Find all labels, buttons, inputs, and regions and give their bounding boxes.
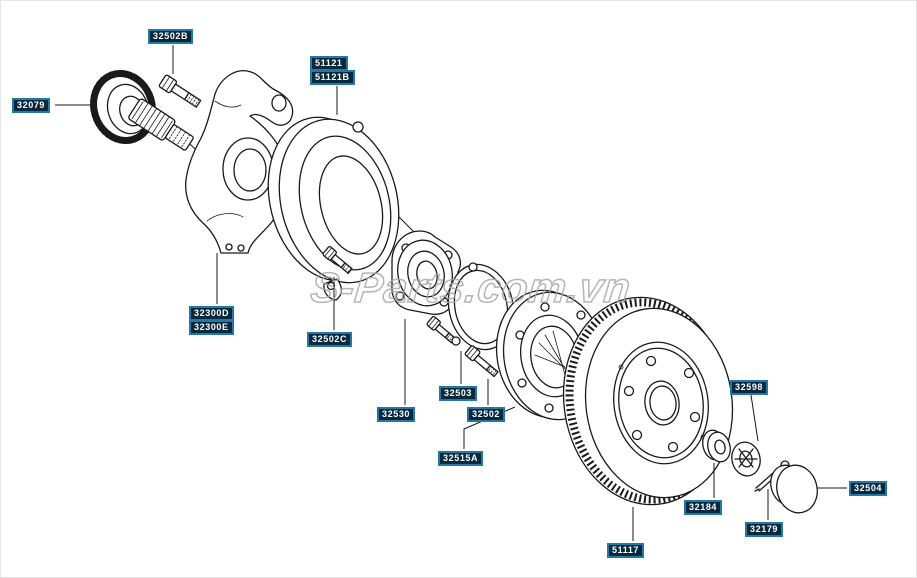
bolt-32502c-drawing — [322, 246, 353, 274]
part-label-32300e[interactable]: 32300E — [189, 320, 234, 335]
part-label-32502b[interactable]: 32502B — [148, 29, 194, 44]
bolt-32503-drawing — [426, 316, 456, 344]
washer-drawing — [702, 429, 731, 463]
part-label-32502c[interactable]: 32502C — [307, 332, 353, 347]
lock-nut-drawing — [731, 441, 761, 477]
steering-knuckle-drawing — [185, 70, 310, 254]
hub-bearing-housing-drawing — [391, 230, 462, 315]
part-label-32184[interactable]: 32184 — [684, 500, 723, 515]
part-label-51121[interactable]: 51121 — [310, 56, 348, 71]
bolt-32502-drawing — [464, 345, 499, 378]
leader-lines — [55, 45, 847, 541]
part-label-32300d[interactable]: 32300D — [189, 306, 235, 321]
part-label-51121b[interactable]: 51121B — [310, 70, 355, 85]
part-label-32502[interactable]: 32502 — [467, 407, 506, 422]
tone-ring-shaft-drawing — [89, 69, 194, 151]
grease-cap-drawing — [770, 464, 818, 514]
brake-dust-shield-drawing — [267, 116, 400, 301]
part-label-32598[interactable]: 32598 — [730, 380, 769, 395]
part-label-32530[interactable]: 32530 — [377, 407, 416, 422]
bolt-32502b-drawing — [158, 74, 202, 108]
part-label-51117[interactable]: 51117 — [607, 543, 645, 558]
part-label-32079[interactable]: 32079 — [12, 98, 51, 113]
part-label-32515a[interactable]: 32515A — [438, 451, 484, 466]
part-label-32503[interactable]: 32503 — [439, 386, 478, 401]
brake-rotor-drawing — [562, 296, 734, 506]
part-label-32179[interactable]: 32179 — [745, 522, 784, 537]
part-label-32504[interactable]: 32504 — [849, 481, 888, 496]
hub-gasket-drawing — [447, 262, 515, 351]
